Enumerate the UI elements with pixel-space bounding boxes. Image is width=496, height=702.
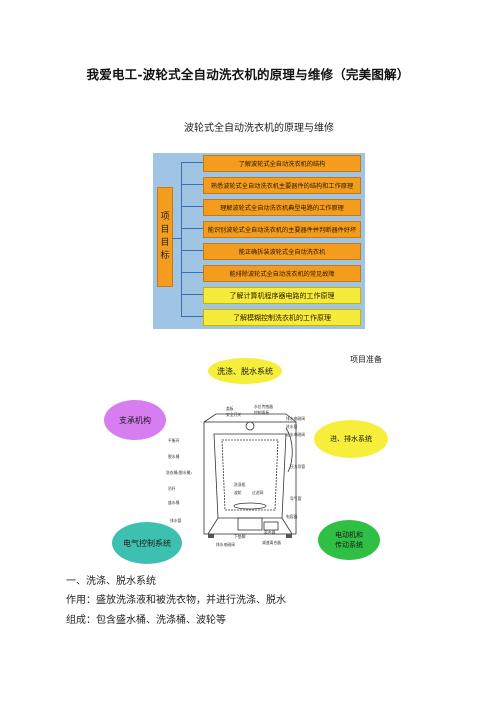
goal-box: 能正确拆装波轮式全自动洗衣机: [203, 243, 361, 260]
project-goals-figure: 波轮式全自动洗衣机的原理与维修 项 目 目 标 了解波轮式全自动洗衣机的结构 熟…: [148, 113, 370, 335]
water-system-ellipse: 进、排水系统: [314, 420, 388, 458]
part-label: 水位传感器: [254, 404, 273, 409]
project-goal-side-label: 项 目 目 标: [157, 187, 173, 287]
part-label: 排水电磁阀: [286, 416, 305, 421]
goal-box: 了解波轮式全自动洗衣机的结构: [203, 155, 361, 172]
bracket-tick: [181, 228, 203, 229]
clutch-outline: [237, 517, 263, 531]
part-label: 进水电磁阀: [286, 432, 305, 437]
project-prep-label: 项目准备: [350, 355, 382, 364]
inner-tub-outline: [221, 439, 279, 511]
water-inlet: [245, 421, 255, 431]
goal-box: 能识别波轮式全自动洗衣机的主要器件并判断器件好坏: [203, 221, 361, 238]
function-line: 作用：盛放洗涤液和被洗衣物，并进行洗涤、脱水: [66, 595, 286, 606]
support-mechanism-ellipse: 支承机构: [104, 400, 166, 440]
document-title: 我爱电工-波轮式全自动洗衣机的原理与维修（完美图解）: [86, 67, 410, 82]
part-label: 波轮: [234, 490, 242, 495]
side-label-char: 目: [160, 238, 170, 248]
pulsator-outline: [233, 502, 267, 510]
part-label: 进水管: [286, 424, 298, 429]
goal-box: 熟悉波轮式全自动洗衣机主要器件的结构和工作原理: [203, 177, 361, 194]
bracket-connector: [172, 238, 181, 239]
goal-box: 了解计算机程序器电路的工作原理: [203, 287, 361, 304]
goal-box: 理解波轮式全自动洗衣机典型电路的工作原理: [203, 199, 361, 216]
foot: [286, 534, 292, 538]
pressure-tube: [285, 427, 293, 473]
part-label: 离合器: [264, 530, 276, 535]
part-label: 导气管: [290, 496, 302, 501]
motor-outline: [263, 521, 279, 531]
washing-machine-structure-figure: 项目准备 洗涤、脱水系统 支承机构 进、排水系统 电气控制系统 电动机和 传动系…: [104, 346, 394, 568]
electric-control-ellipse: 电气控制系统: [112, 522, 182, 564]
goal-box: 了解模糊控制洗衣机的工作原理: [203, 309, 361, 326]
bracket-tick: [181, 272, 203, 273]
part-label: 减速离合器: [262, 540, 281, 545]
suspension-rod: [207, 517, 293, 535]
part-label: 排水管: [170, 518, 182, 523]
part-label: 洗涤瓶: [234, 482, 246, 487]
bracket-tick: [181, 206, 203, 207]
composition-line: 组成：包含盛水桶、洗涤桶、波轮等: [66, 615, 226, 626]
figure-title: 波轮式全自动洗衣机的原理与维修: [184, 123, 334, 134]
part-label: 下垫脚: [234, 534, 246, 539]
side-label-char: 项: [160, 212, 170, 222]
side-label-char: 标: [160, 251, 170, 261]
part-label: 安全开关: [226, 412, 242, 417]
part-label: 吊杆: [168, 486, 176, 491]
bracket-tick: [181, 184, 203, 185]
goals-panel: 项 目 目 标 了解波轮式全自动洗衣机的结构 熟悉波轮式全自动洗衣机主要器件的结…: [153, 153, 365, 329]
motor-drive-ellipse: 电动机和 传动系统: [318, 520, 380, 560]
part-label: 洗衣桶(脱水桶): [166, 470, 192, 475]
part-label: 控制面板: [254, 410, 270, 415]
washing-machine-diagram: [203, 413, 297, 538]
bracket-tick: [181, 250, 203, 251]
bracket-tick: [181, 316, 203, 317]
side-label-char: 目: [160, 225, 170, 235]
wash-spin-system-ellipse: 洗涤、脱水系统: [208, 358, 282, 384]
goal-box: 能排除波轮式全自动洗衣机的常见故障: [203, 265, 361, 282]
bracket-tick: [181, 294, 203, 295]
drive-label-line: 传动系统: [335, 541, 363, 549]
part-label: 盖板: [226, 406, 234, 411]
bracket-tick: [181, 162, 203, 163]
foot: [208, 534, 214, 538]
part-label: 电容器: [286, 514, 298, 519]
part-label: 脱水桶: [168, 454, 180, 459]
part-label: 排水电磁阀: [216, 542, 235, 547]
part-label: 过滤网: [252, 490, 264, 495]
section-heading: 一、洗涤、脱水系统: [66, 576, 156, 587]
lid-outline: [203, 413, 297, 423]
part-label: 平衡环: [168, 438, 180, 443]
bracket-line: [181, 162, 182, 317]
part-label: 压力导管: [290, 464, 306, 469]
drive-label-line: 电动机和: [335, 531, 363, 539]
part-label: 盛水桶: [168, 500, 180, 505]
